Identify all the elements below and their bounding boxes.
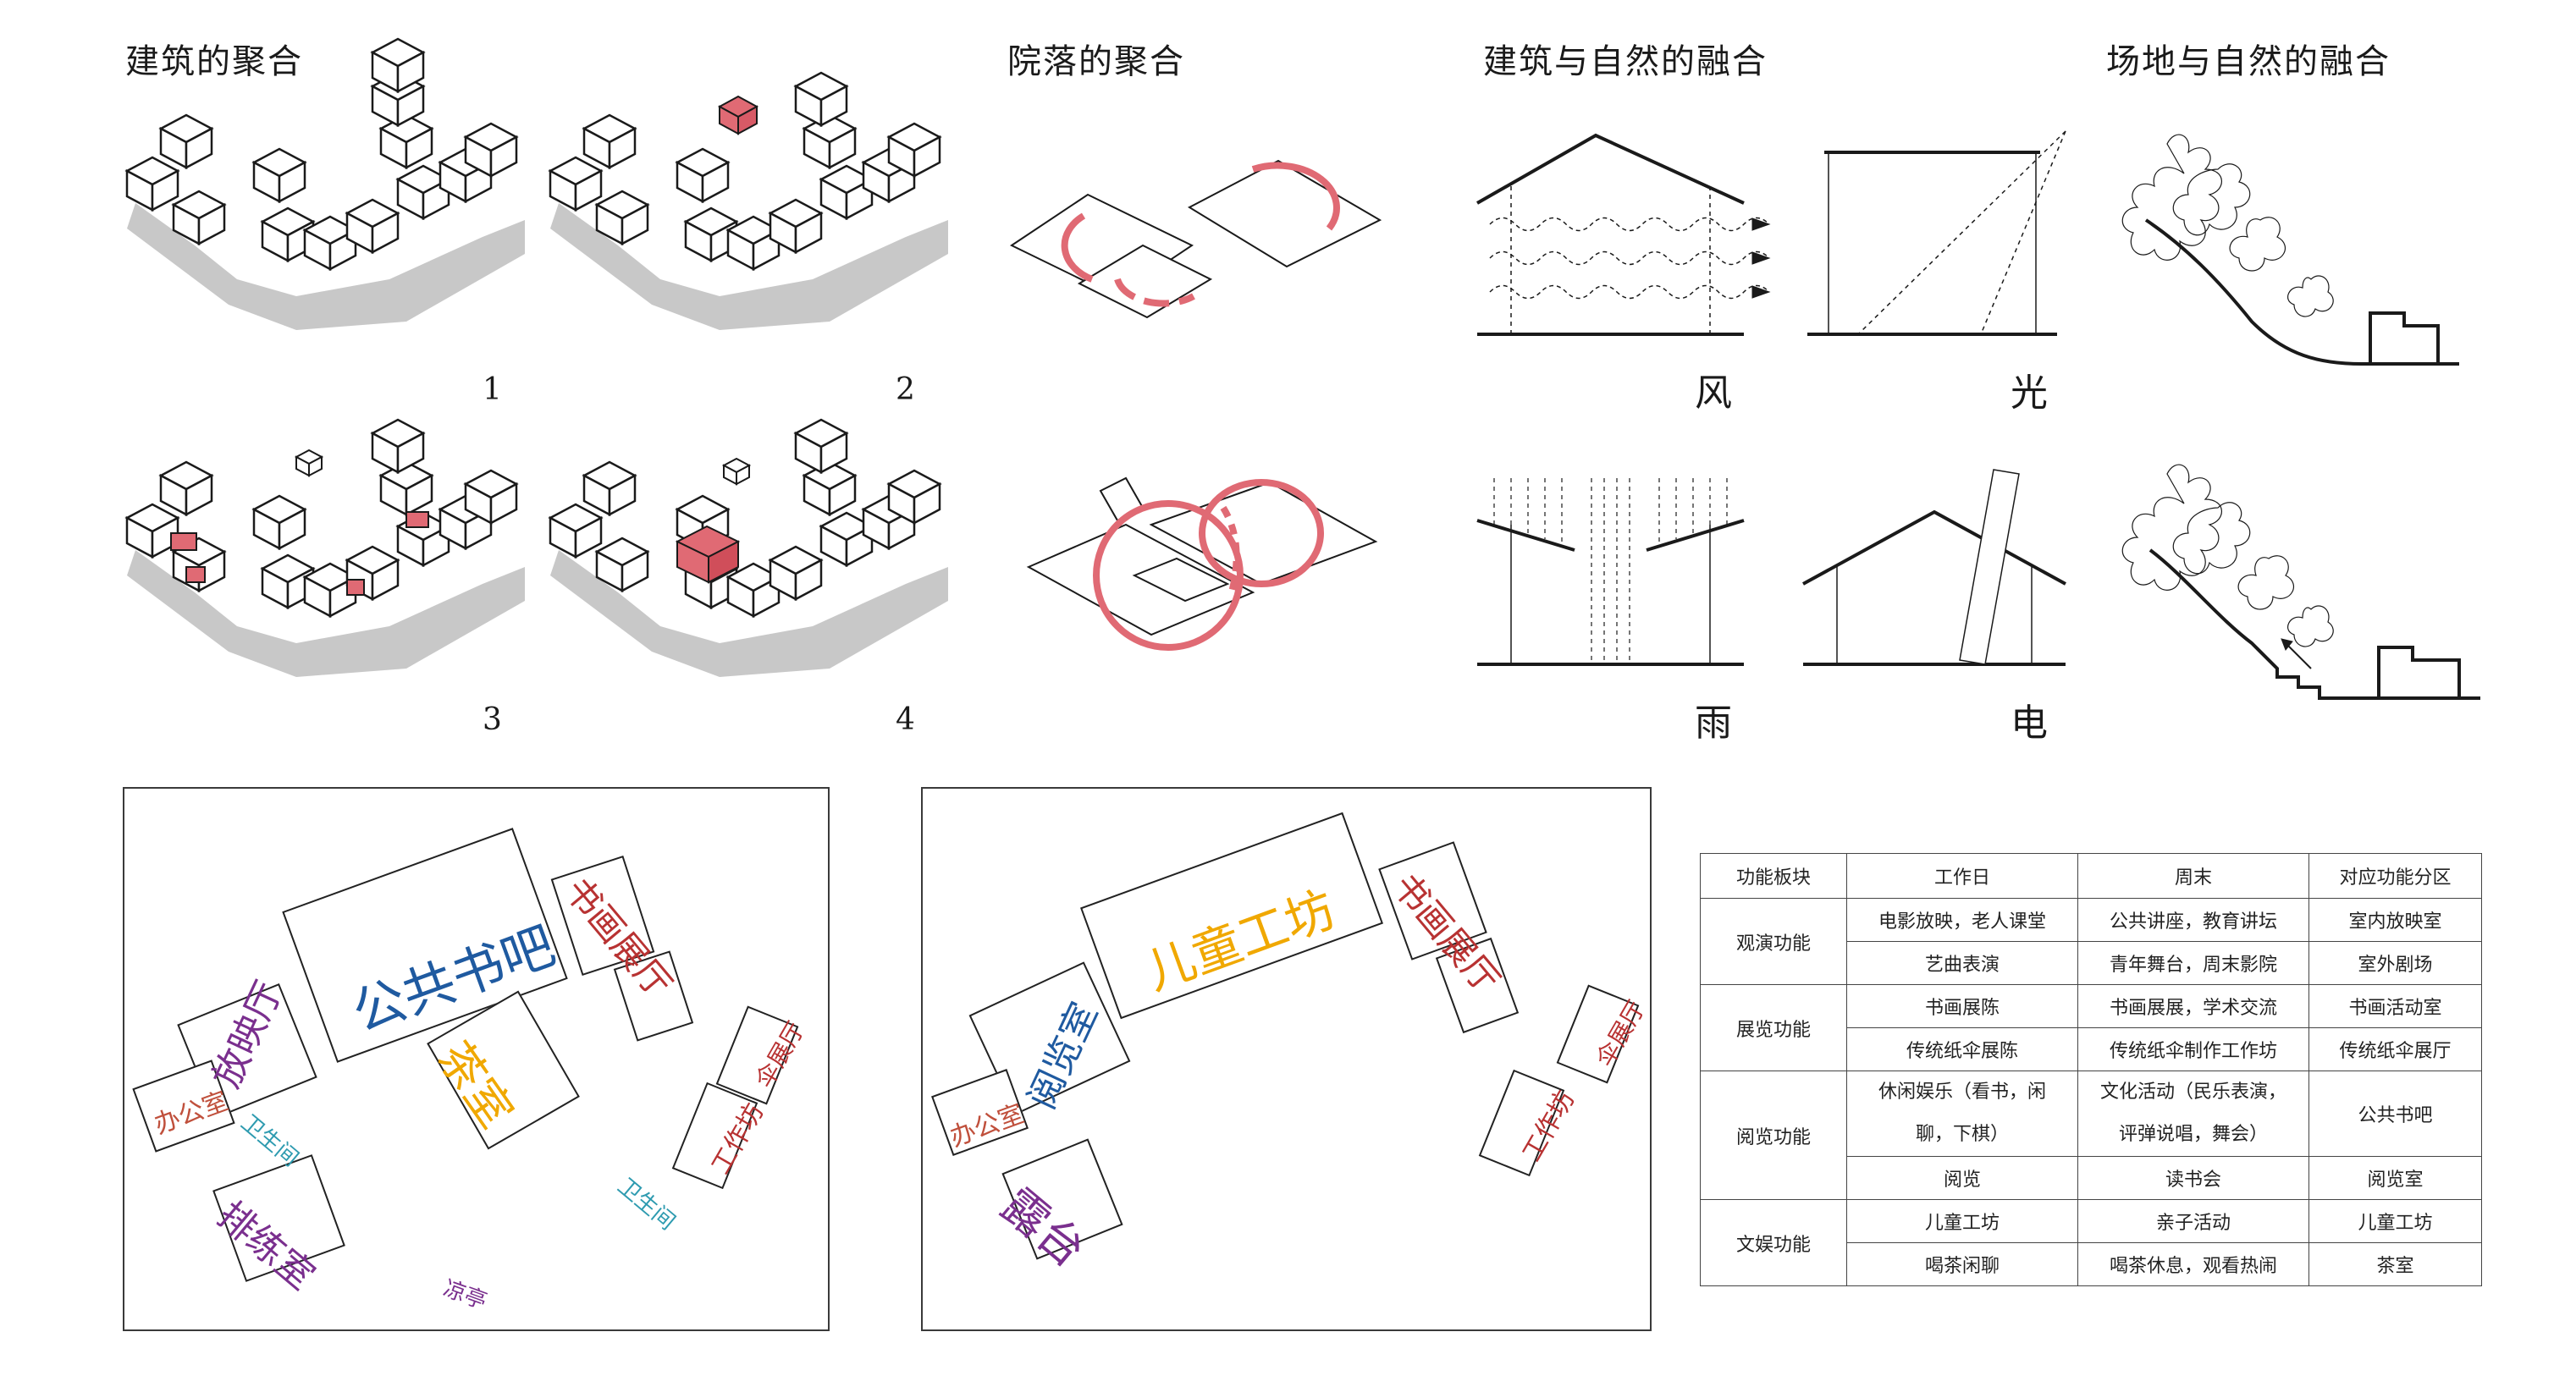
title-building-nature: 建筑与自然的融合 — [1483, 42, 1768, 81]
cluster-2 — [550, 73, 948, 330]
table-row: 阅览功能 休闲娱乐（看书，闲聊，下棋） 文化活动（民乐表演，评弹说唱，舞会） 公… — [1700, 1071, 2482, 1200]
light-diagram — [1807, 130, 2066, 336]
table-cell: 休闲娱乐（看书，闲聊，下棋） — [1846, 1071, 2078, 1157]
cluster-4 — [550, 420, 948, 677]
table-cell: 茶室 — [2308, 1242, 2482, 1286]
table-cell: 传统纸伞制作工作坊 — [2077, 1027, 2309, 1071]
number-2: 2 — [896, 372, 915, 407]
table-header: 周末 — [2077, 853, 2309, 899]
plan-2-frame: 儿童工坊 书画展厅 阅览室 办公室 露台 伞展厅 工作坊 — [921, 787, 1652, 1331]
table-row: 展览功能 书画展陈 书画展展，学术交流 书画活动室 — [1700, 984, 2482, 1071]
wind-diagram — [1476, 133, 1771, 336]
cluster-1 — [127, 37, 525, 330]
title-building-aggregation: 建筑的聚合 — [125, 42, 303, 81]
table-header: 对应功能分区 — [2308, 853, 2482, 899]
group-cell: 展览功能 — [1700, 984, 1847, 1071]
table-cell: 电影放映，老人课堂 — [1846, 898, 2078, 942]
label-rain: 雨 — [1695, 702, 1734, 745]
table-cell: 公共书吧 — [2308, 1071, 2482, 1157]
label-electric: 电 — [2011, 702, 2049, 745]
plan-1-frame: 公共书吧 书画展厅 茶室 放映厅 办公室 卫生间 排练室 伞展厅 工作坊 卫生间… — [123, 787, 830, 1331]
label-pavilion: 凉亭 — [439, 1275, 490, 1315]
label-wind: 风 — [1695, 372, 1734, 415]
group-cell: 阅览功能 — [1700, 1071, 1847, 1200]
table-header: 工作日 — [1846, 853, 2078, 899]
table-cell: 室内放映室 — [2308, 898, 2482, 942]
table-cell: 亲子活动 — [2077, 1199, 2309, 1243]
title-site-nature: 场地与自然的融合 — [2106, 42, 2391, 81]
table-row: 观演功能 电影放映，老人课堂 公共讲座，教育讲坛 室内放映室 — [1700, 898, 2482, 985]
table-cell: 艺曲表演 — [1846, 941, 2078, 985]
table-cell: 喝茶休息，观看热闹 — [2077, 1242, 2309, 1286]
table-cell: 传统纸伞展厅 — [2308, 1027, 2482, 1071]
label-toilet-b: 卫生间 — [612, 1173, 680, 1236]
table-cell: 儿童工坊 — [1846, 1199, 2078, 1243]
table-row: 喝茶闲聊 喝茶休息，观看热闹 茶室 — [1701, 1242, 2482, 1286]
table-cell: 读书会 — [2077, 1156, 2309, 1200]
courtyard-diagram-1 — [1009, 159, 1382, 319]
site-nature-diagram-2 — [2121, 464, 2480, 700]
table-header-row: 功能板块 工作日 周末 对应功能分区 — [1700, 853, 2482, 899]
table-header: 功能板块 — [1700, 853, 1847, 899]
table-cell: 书画展陈 — [1846, 984, 2078, 1028]
group-cell: 文娱功能 — [1700, 1199, 1847, 1286]
cluster-3 — [127, 420, 525, 677]
site-nature-diagram-1 — [2121, 134, 2459, 366]
group-cell: 观演功能 — [1700, 898, 1847, 985]
number-3: 3 — [483, 702, 502, 737]
label-light: 光 — [2011, 372, 2049, 415]
table-cell: 青年舞台，周末影院 — [2077, 941, 2309, 985]
electric-diagram — [1802, 469, 2066, 666]
function-table: 功能板块 工作日 周末 对应功能分区 观演功能 电影放映，老人课堂 公共讲座，教… — [1700, 853, 2482, 1286]
table-cell: 阅览室 — [2308, 1156, 2482, 1200]
table-cell: 室外剧场 — [2308, 941, 2482, 985]
number-1: 1 — [483, 372, 502, 407]
table-cell: 文化活动（民乐表演，评弹说唱，舞会） — [2077, 1071, 2309, 1157]
table-cell: 阅览 — [1846, 1156, 2078, 1200]
title-courtyard-aggregation: 院落的聚合 — [1007, 42, 1185, 81]
table-cell: 书画活动室 — [2308, 984, 2482, 1028]
table-cell: 喝茶闲聊 — [1846, 1242, 2078, 1286]
table-cell: 书画展展，学术交流 — [2077, 984, 2309, 1028]
courtyard-diagram-2 — [1026, 476, 1378, 651]
rain-diagram — [1476, 478, 1745, 666]
number-4: 4 — [896, 702, 915, 737]
table-cell: 公共讲座，教育讲坛 — [2077, 898, 2309, 942]
table-cell: 儿童工坊 — [2308, 1199, 2482, 1243]
table-row: 文娱功能 儿童工坊 亲子活动 儿童工坊 — [1700, 1199, 2482, 1286]
table-cell: 传统纸伞展陈 — [1846, 1027, 2078, 1071]
